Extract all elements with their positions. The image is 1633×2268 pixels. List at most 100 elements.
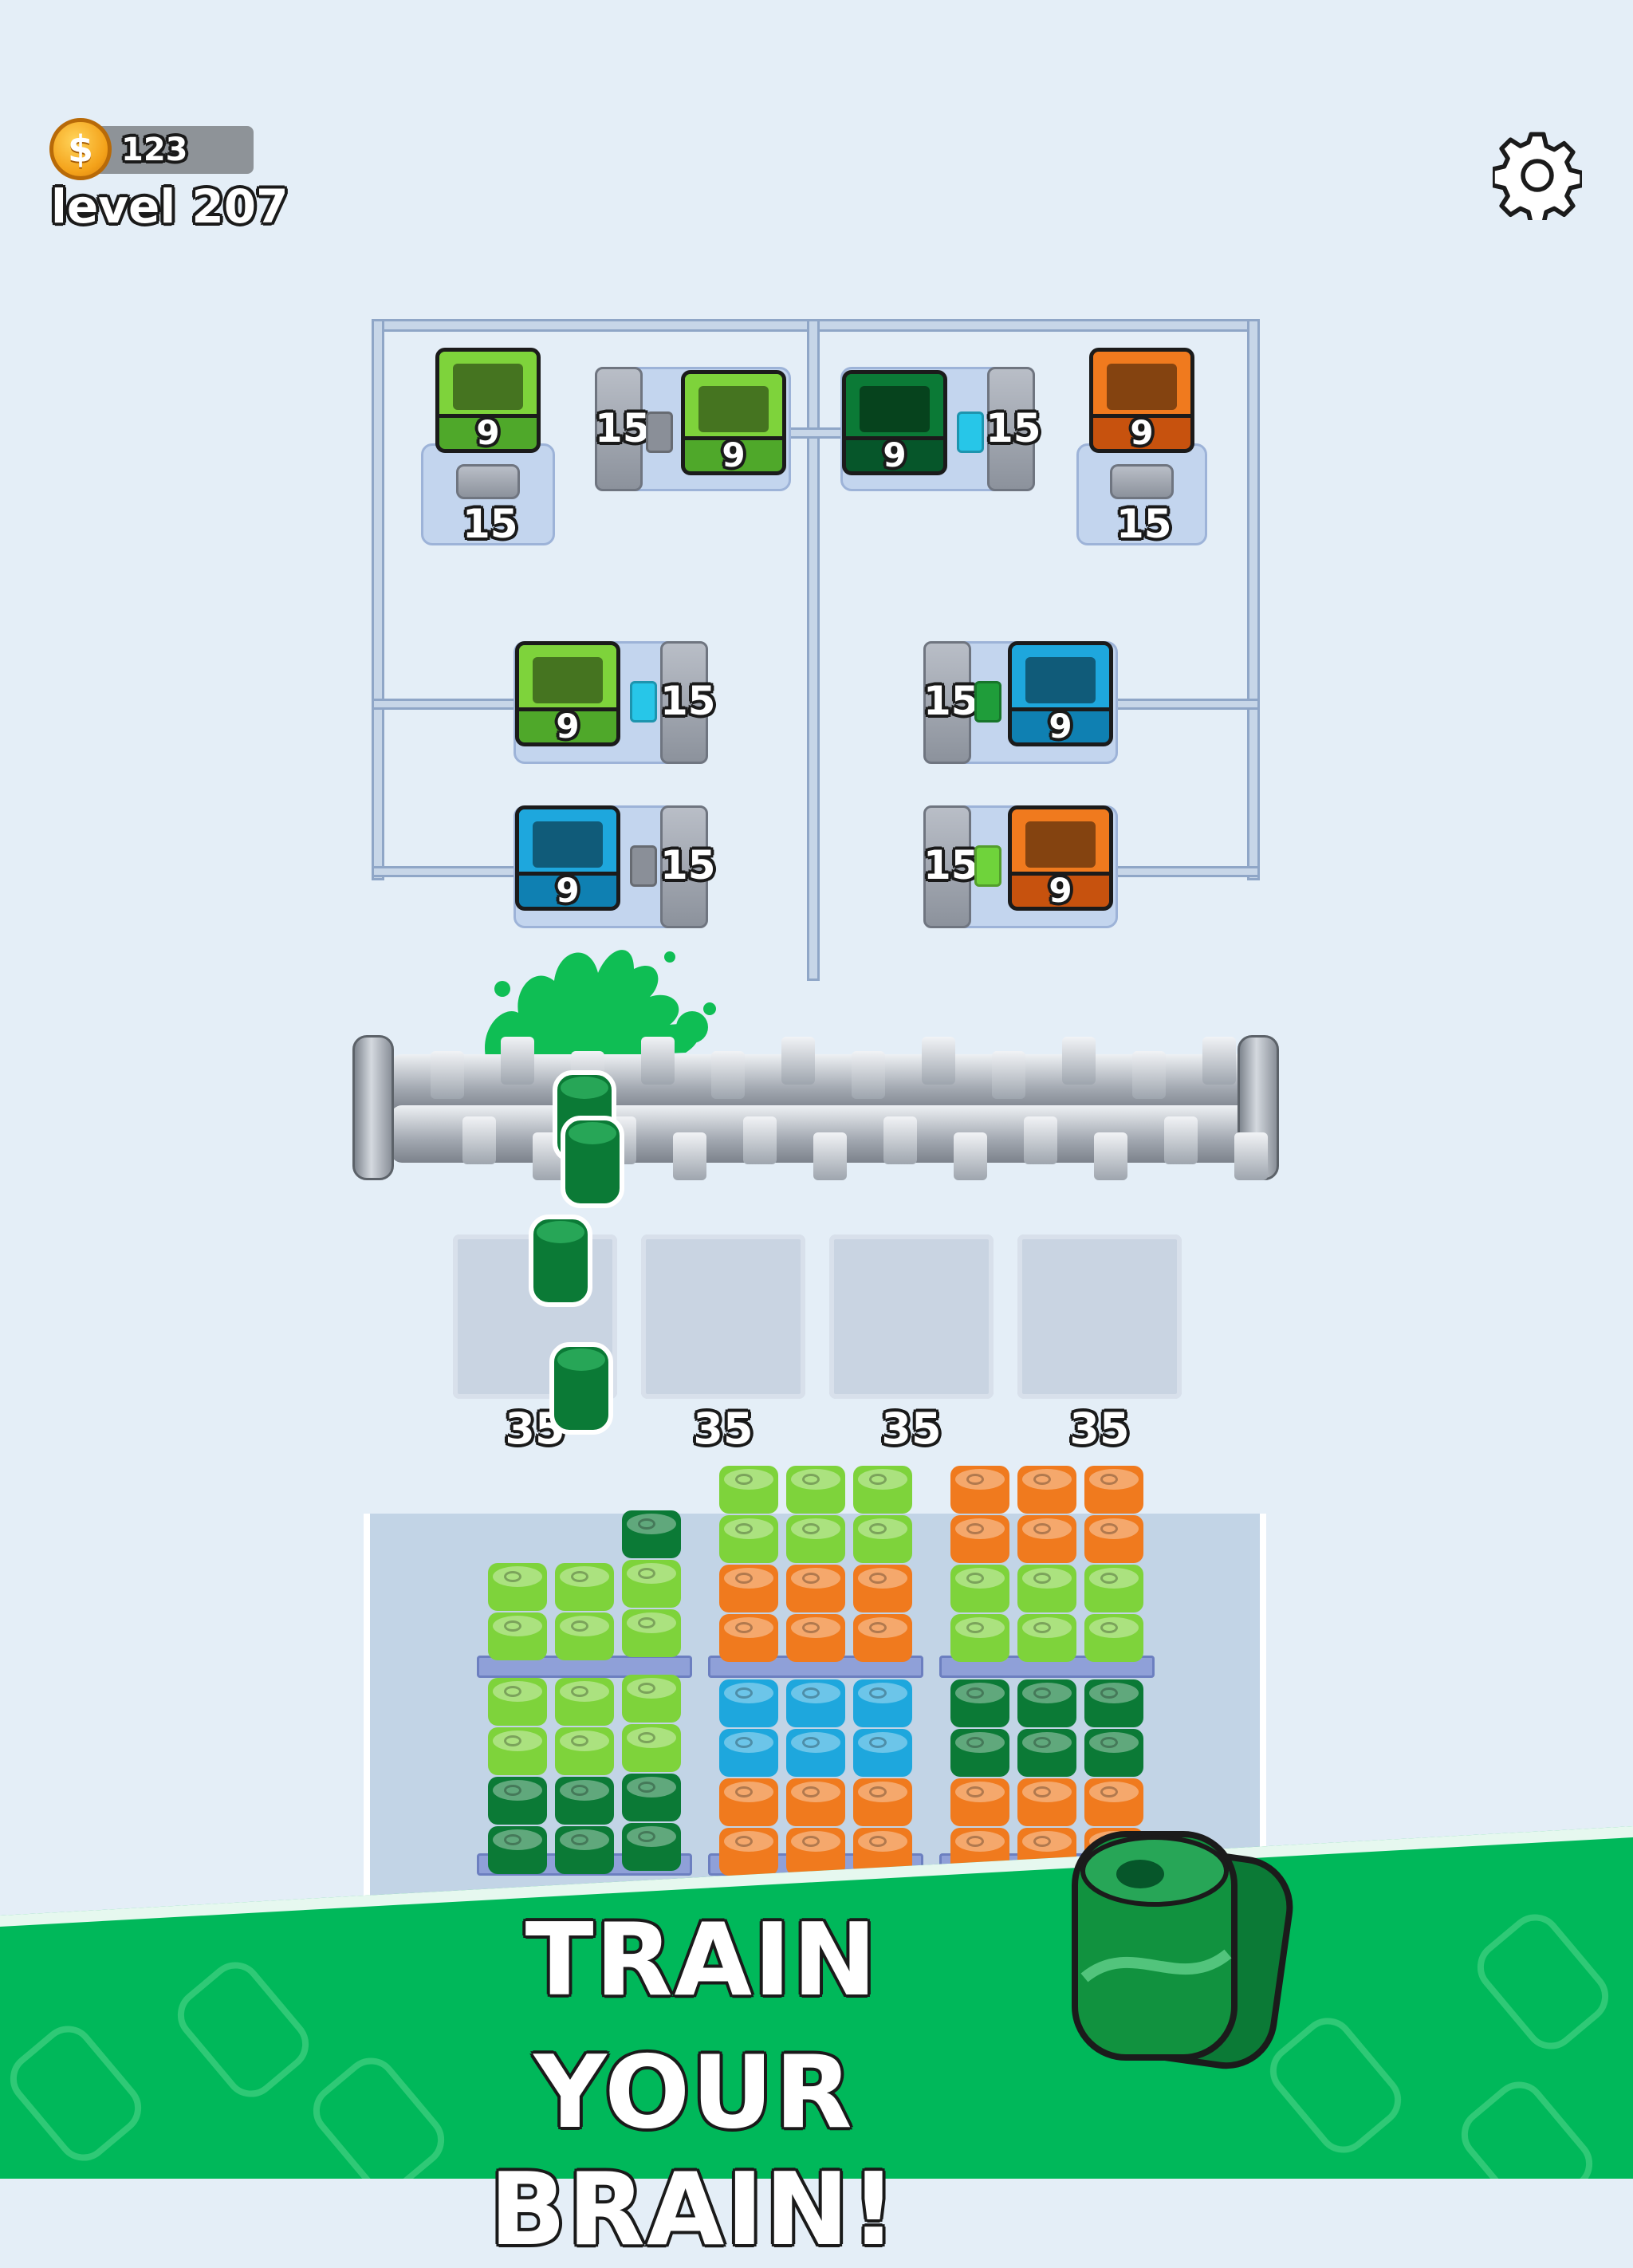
can	[853, 1614, 912, 1662]
shredder-tooth	[852, 1051, 885, 1099]
shredder-tooth	[992, 1051, 1025, 1099]
can	[853, 1466, 912, 1514]
can	[1017, 1515, 1076, 1563]
can	[1084, 1515, 1143, 1563]
can	[950, 1778, 1009, 1826]
shredder-tooth	[1024, 1116, 1057, 1164]
can	[853, 1729, 912, 1777]
shredder-tooth	[922, 1037, 955, 1085]
indicator	[974, 845, 1001, 887]
can	[555, 1777, 614, 1825]
bin-count: 9	[1130, 413, 1154, 452]
bin-count: 9	[476, 413, 500, 452]
falling-cans	[529, 1070, 624, 1435]
can	[853, 1565, 912, 1612]
can	[719, 1515, 778, 1563]
bin-count: 9	[556, 707, 580, 746]
level-label: level 207	[51, 179, 289, 234]
banner-line-2: YOUR BRAIN!	[489, 2034, 899, 2268]
can	[622, 1724, 681, 1772]
bin: 9	[842, 370, 947, 475]
can	[555, 1612, 614, 1660]
pipe-top-mid	[781, 427, 845, 439]
can	[488, 1826, 547, 1874]
shredder-tooth	[641, 1037, 675, 1085]
can	[1017, 1466, 1076, 1514]
can	[853, 1679, 912, 1727]
shredder-tooth	[1094, 1132, 1127, 1180]
pipe-left-low	[372, 866, 523, 877]
can	[719, 1778, 778, 1826]
coin-value: 123	[121, 132, 188, 168]
shredder-tooth	[1202, 1037, 1236, 1085]
pipe-left-mid	[372, 699, 523, 710]
shredder-tooth	[954, 1132, 987, 1180]
bin-count: 9	[722, 435, 746, 474]
shredder-tooth	[431, 1051, 464, 1099]
can	[719, 1828, 778, 1876]
can	[622, 1609, 681, 1657]
can	[555, 1727, 614, 1775]
pipe-center	[807, 319, 820, 981]
buffer-cap	[456, 464, 520, 499]
bin: 9	[1008, 641, 1113, 746]
can	[488, 1612, 547, 1660]
coin-counter: $ 123	[49, 118, 254, 180]
can	[622, 1560, 681, 1608]
shredder-tooth	[781, 1037, 815, 1085]
slot	[641, 1234, 805, 1399]
can	[719, 1729, 778, 1777]
can	[622, 1823, 681, 1871]
can	[786, 1828, 845, 1876]
shredder-tooth	[813, 1132, 847, 1180]
can	[719, 1679, 778, 1727]
gear-icon[interactable]	[1493, 131, 1582, 220]
coin-pill	[89, 126, 254, 174]
shredder-tooth	[711, 1051, 745, 1099]
can	[950, 1515, 1009, 1563]
buffer-count: 15	[462, 501, 518, 547]
can	[1084, 1466, 1143, 1514]
can	[719, 1565, 778, 1612]
coin-icon: $	[49, 118, 112, 180]
buffer-count: 15	[923, 678, 979, 724]
pipe-right-low	[1112, 866, 1260, 877]
can	[786, 1466, 845, 1514]
shredder-tooth	[1164, 1116, 1198, 1164]
buffer-cap	[923, 641, 971, 764]
can	[786, 1778, 845, 1826]
can	[853, 1778, 912, 1826]
shredder-end-left	[352, 1035, 394, 1180]
shredder-tooth	[462, 1116, 496, 1164]
can	[488, 1678, 547, 1726]
bin-count: 9	[1049, 707, 1072, 746]
shredder-tooth	[1132, 1051, 1166, 1099]
can	[853, 1515, 912, 1563]
can	[1084, 1729, 1143, 1777]
buffer-count: 15	[595, 405, 651, 451]
can	[1084, 1565, 1143, 1612]
can	[950, 1466, 1009, 1514]
can	[786, 1614, 845, 1662]
can	[950, 1679, 1009, 1727]
can	[555, 1678, 614, 1726]
bin: 9	[435, 348, 541, 453]
buffer-count: 15	[1116, 501, 1172, 547]
pipe-right	[1247, 319, 1260, 880]
coin-symbol: $	[67, 128, 93, 171]
can	[488, 1727, 547, 1775]
buffer-count: 15	[660, 842, 716, 888]
can	[555, 1826, 614, 1874]
bin: 9	[681, 370, 786, 475]
can	[950, 1565, 1009, 1612]
buffer-cap	[660, 641, 708, 764]
indicator	[646, 411, 673, 453]
can	[622, 1510, 681, 1558]
can	[786, 1515, 845, 1563]
shredder-roller-top	[391, 1054, 1252, 1112]
bin: 9	[515, 805, 620, 911]
slot-count: 35	[1069, 1404, 1130, 1454]
can	[950, 1614, 1009, 1662]
bin: 9	[515, 641, 620, 746]
can	[1084, 1679, 1143, 1727]
